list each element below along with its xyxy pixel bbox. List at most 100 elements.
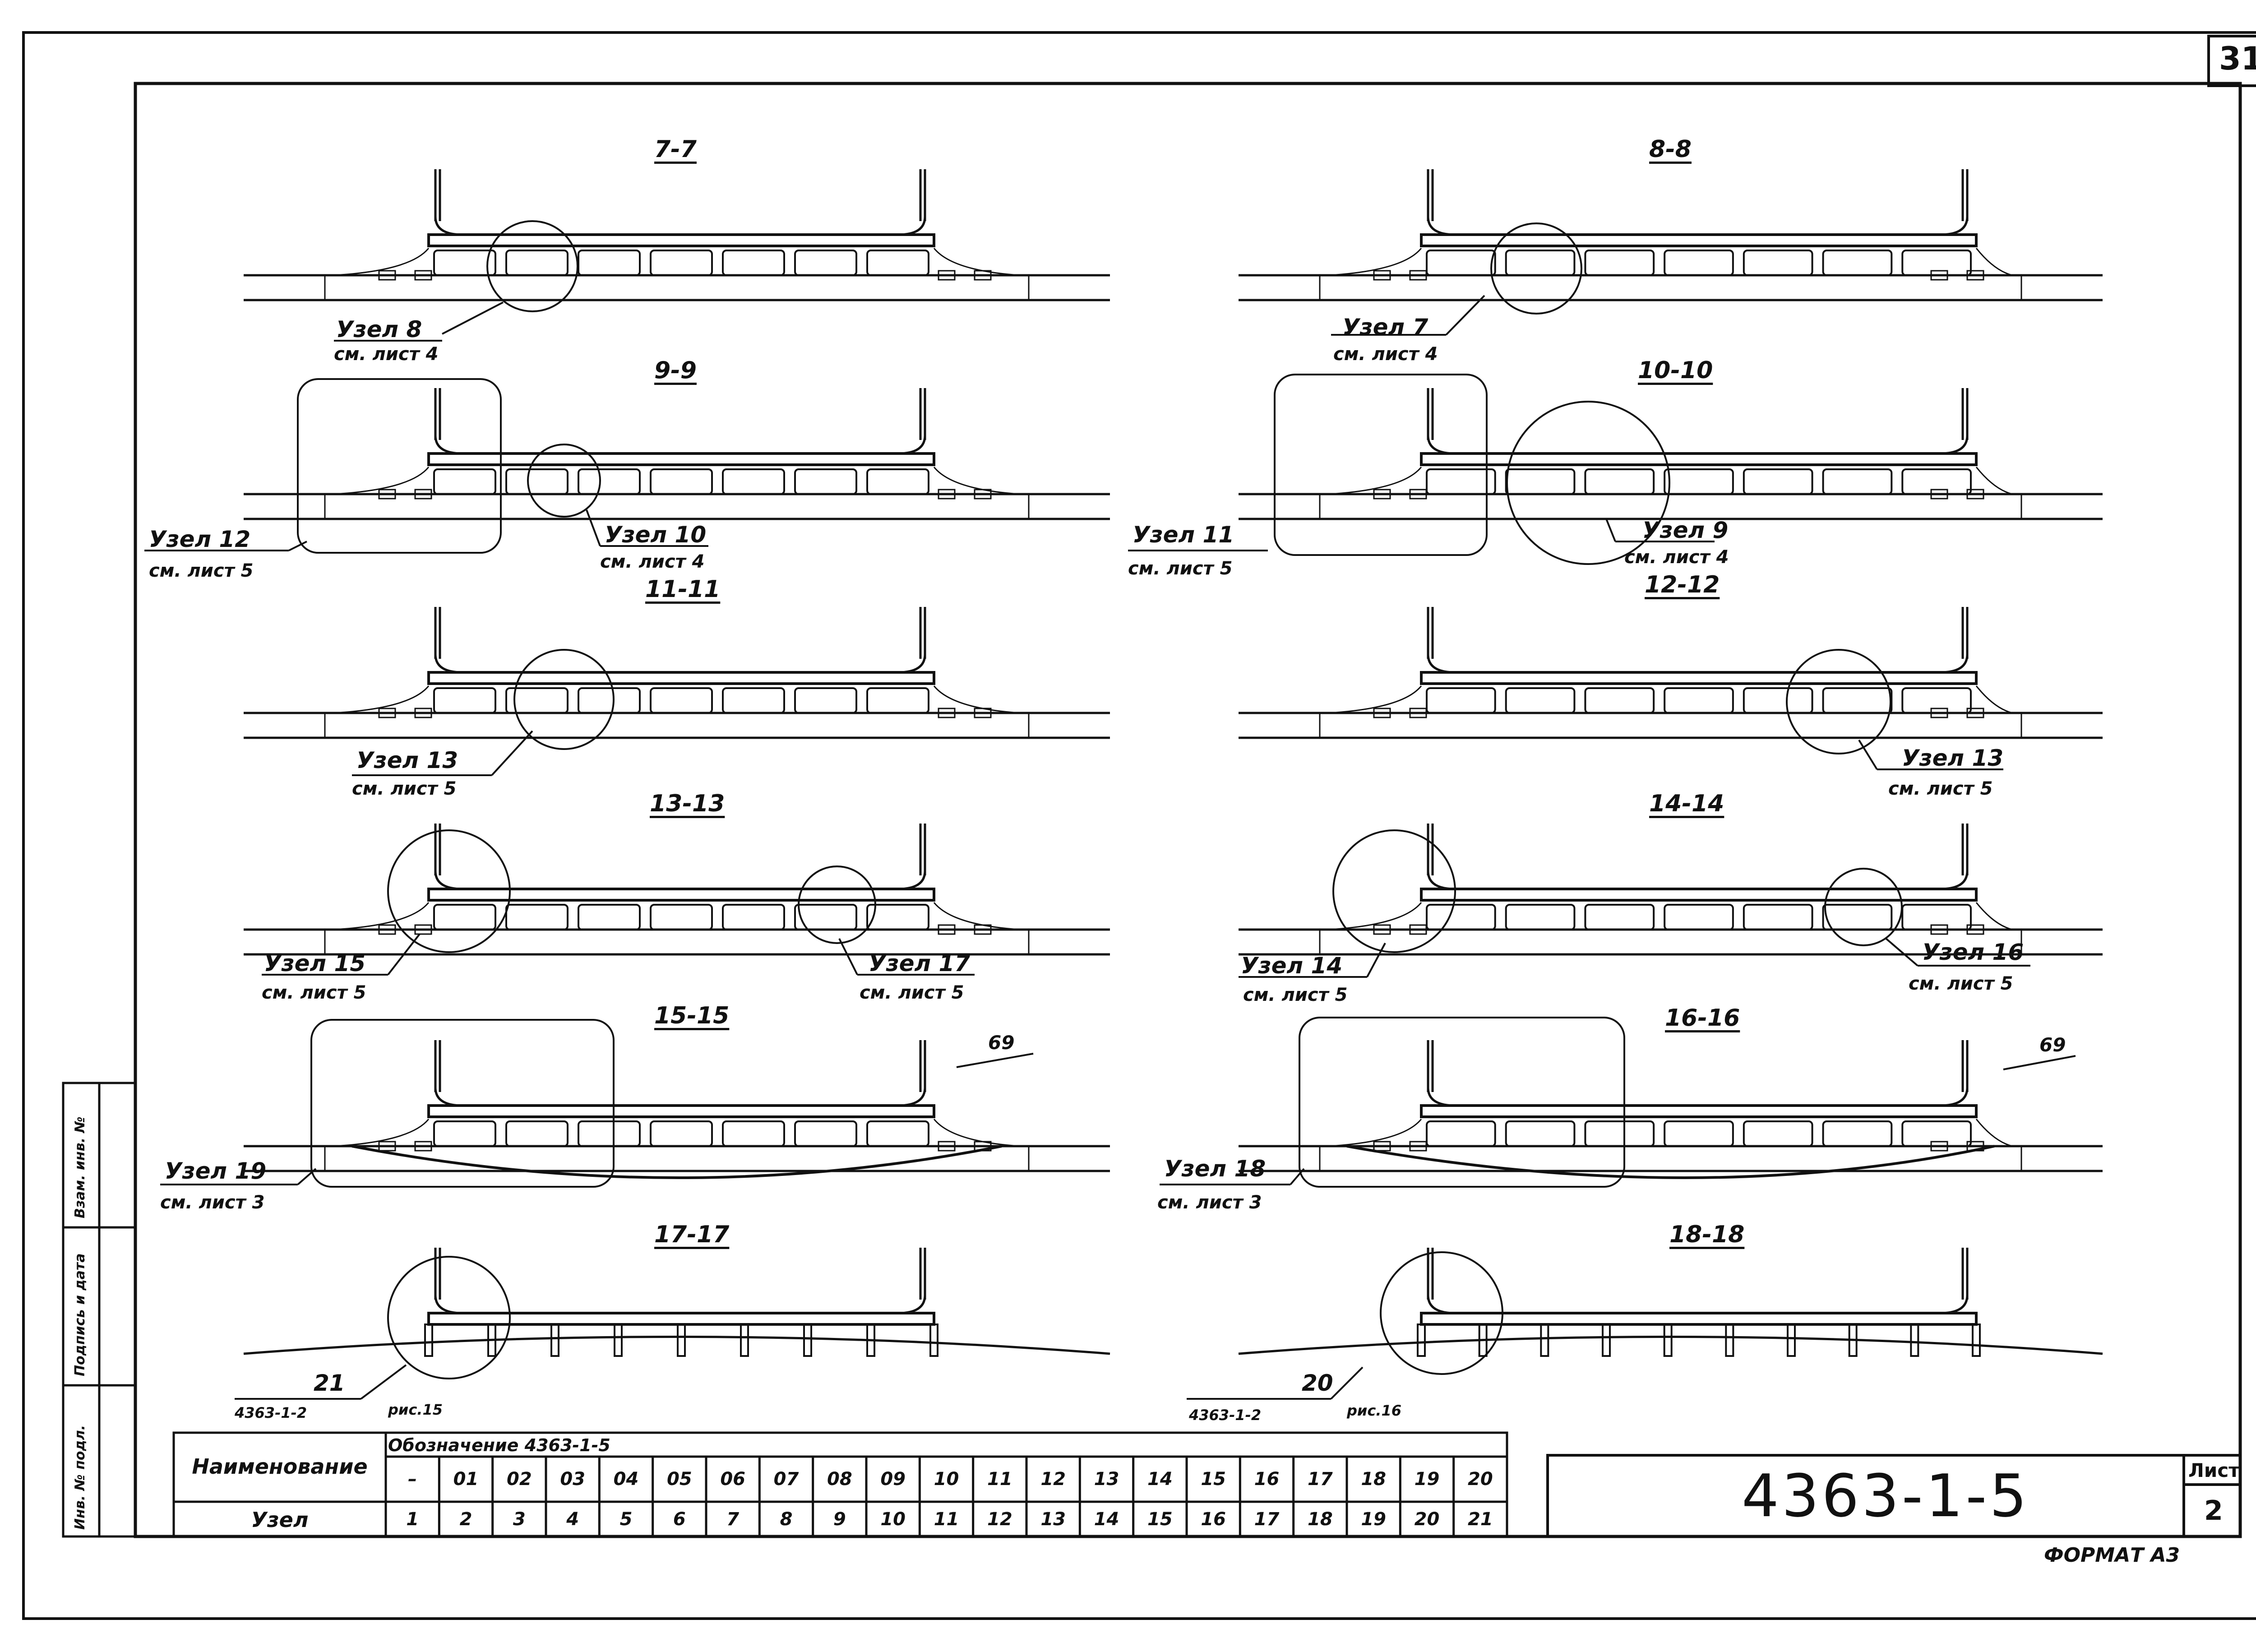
sheet-label: Лист [2188,1459,2240,1481]
girder-cell [505,250,569,276]
beam [1602,1323,1611,1357]
table-code-cell: 15 [1201,1469,1226,1490]
section-title-11-11: 11-11 [645,576,721,603]
table-code-cell: 19 [1414,1469,1440,1490]
cable [333,248,430,276]
section-drawing [244,824,1110,956]
cable [933,685,1020,714]
leader-line [1858,739,1878,770]
node-21-label: 21 [314,1370,345,1396]
callout-node-17-ref: см. лист 5 [860,982,964,1003]
table-code-cell: 13 [1094,1469,1119,1490]
insulator [1930,924,1948,935]
callout-node-9-ref: см. лист 4 [1624,547,1729,568]
callout-circle [1380,1251,1503,1375]
insulator [1966,489,1984,500]
girder-cell [1664,1120,1734,1147]
insulator [1966,924,1984,935]
table-code-cell: 20 [1467,1469,1493,1490]
girder-cell [794,468,857,495]
callout-node-15: Узел 15 [264,950,366,976]
beam [550,1323,559,1357]
callout-node-16: Узел 16 [1922,939,2024,965]
girder-cell [722,250,785,276]
beam [1725,1323,1734,1357]
cross-sections [243,169,2103,1357]
cable [1328,248,1422,276]
girder-cell [1743,468,1813,495]
girder-cell [1664,687,1734,714]
callout-circle [387,829,511,953]
girder-cell [722,904,785,930]
beam [1540,1323,1549,1357]
table-node-cell: 19 [1361,1509,1386,1530]
girder-cell [1822,468,1893,495]
cable [1975,467,2013,495]
callout-node-19-ref: см. лист 3 [160,1192,265,1213]
insulator [1966,270,1984,281]
item-label-69-left: 69 [988,1032,1015,1054]
girder-cell [866,250,929,276]
girder-cell [1426,468,1496,495]
specification-table-grid [172,1431,1508,1538]
section-title-14-14: 14-14 [1649,790,1724,817]
node-21-doc: 4363-1-2 [235,1404,307,1421]
callout-node-13-left-ref: см. лист 5 [352,778,457,799]
callout-box [310,1019,615,1188]
cable [1328,467,1422,495]
table-code-cell: 04 [613,1469,639,1490]
table-node-cell: 14 [1094,1509,1119,1530]
girder-cell [1901,904,1972,930]
girder-cell [1901,468,1972,495]
table-node-cell: 10 [880,1509,906,1530]
insulator [378,270,396,281]
table-header-name: Наименование [192,1454,368,1479]
insulator [1930,270,1948,281]
girder-cell [1426,250,1496,276]
insulator [1373,489,1391,500]
callout-node-13-left: Узел 13 [356,747,458,773]
table-node-cell: 3 [513,1509,526,1530]
table-node-cell: 4 [566,1509,579,1530]
table-node-cell: 5 [619,1509,633,1530]
leader-line [956,1053,1034,1068]
section-drawing [1239,169,2103,301]
girder-cell [1505,468,1576,495]
node-21-fig: рис.15 [388,1401,443,1418]
inner-frame [134,82,2242,1538]
title-block [1546,1454,2242,1538]
cable [1975,248,2013,276]
beam [803,1323,812,1357]
table-code-cell: 06 [720,1469,745,1490]
table-code-cell: 12 [1040,1469,1066,1490]
girder-cell [578,904,641,930]
insulator [378,708,396,718]
paper-format: ФОРМАТ А3 [2044,1544,2180,1567]
deck-slab [427,1312,935,1326]
table-code-cell: 03 [560,1469,585,1490]
girder-cell [650,687,713,714]
table-node-cell: 13 [1040,1509,1066,1530]
section-title-10-10: 10-10 [1638,357,1713,384]
callout-node-7-ref: см. лист 4 [1333,344,1438,365]
beam [424,1323,433,1357]
callout-circle [527,444,601,518]
insulator [414,1141,432,1152]
leader-line [288,541,307,551]
sheet-number: 31 [2219,40,2256,77]
girder-cell [1664,250,1734,276]
leader-line [1330,1366,1364,1400]
node-20-doc: 4363-1-2 [1189,1407,1262,1424]
cable [333,685,430,714]
insulator [1409,489,1427,500]
leader-line [1605,518,1616,542]
insulator [1373,1141,1391,1152]
callout-node-17: Узел 17 [869,950,971,976]
section-title-16-16: 16-16 [1665,1004,1740,1032]
girder-cell [1584,904,1655,930]
stamp-signature-date: Подпись и дата [72,1253,88,1376]
leader-line [491,730,533,776]
girder-cell [722,687,785,714]
girder-cell [1584,1120,1655,1147]
callout-circle [1490,222,1582,315]
